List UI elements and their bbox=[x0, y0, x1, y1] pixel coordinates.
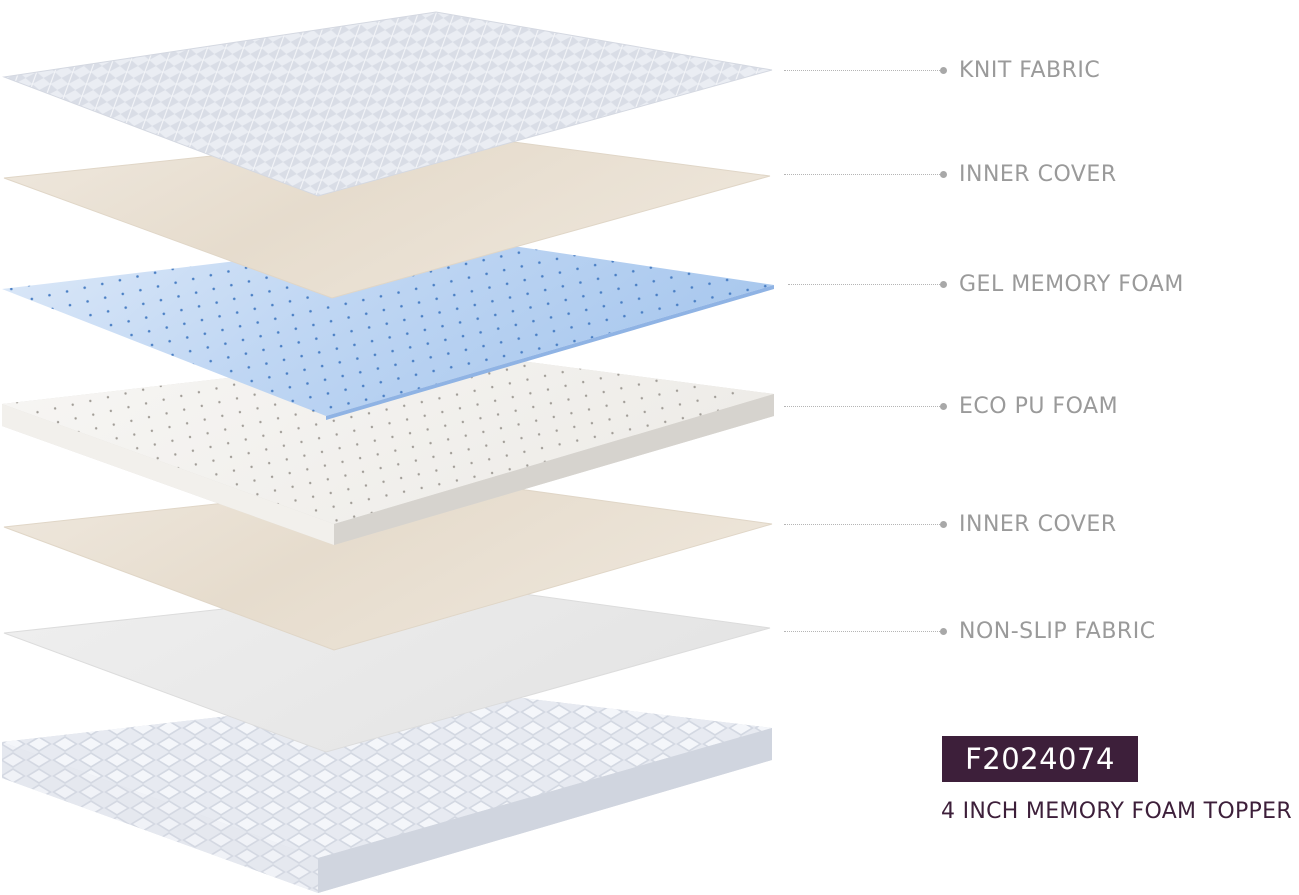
gel-memory-foam-layer bbox=[2, 236, 774, 420]
leader-dot bbox=[940, 403, 947, 410]
leader-dot bbox=[940, 281, 947, 288]
leader-dot bbox=[940, 521, 947, 528]
model-code-badge: F2024074 bbox=[942, 736, 1138, 782]
layer-label-eco-pu-foam: ECO PU FOAM bbox=[959, 394, 1119, 419]
leader-line bbox=[784, 631, 940, 632]
layer-label-gel-memory-foam: GEL MEMORY FOAM bbox=[959, 272, 1184, 297]
product-name: 4 INCH MEMORY FOAM TOPPER bbox=[941, 799, 1292, 824]
layer-label-knit-fabric: KNIT FABRIC bbox=[959, 58, 1101, 83]
layer-label-inner-cover: INNER COVER bbox=[959, 162, 1117, 187]
layer-label-inner-cover: INNER COVER bbox=[959, 512, 1117, 537]
leader-line bbox=[784, 174, 940, 175]
leader-line bbox=[788, 284, 940, 285]
eco-pu-foam-layer bbox=[2, 352, 774, 545]
knit-fabric-layer bbox=[2, 11, 773, 197]
leader-dot bbox=[940, 67, 947, 74]
leader-dot bbox=[940, 628, 947, 635]
base-mattress-layer bbox=[2, 690, 772, 893]
leader-line bbox=[784, 70, 940, 71]
leader-dot bbox=[940, 171, 947, 178]
leader-line bbox=[784, 524, 940, 525]
layer-label-non-slip-fabric: NON-SLIP FABRIC bbox=[959, 619, 1156, 644]
leader-line bbox=[784, 406, 940, 407]
